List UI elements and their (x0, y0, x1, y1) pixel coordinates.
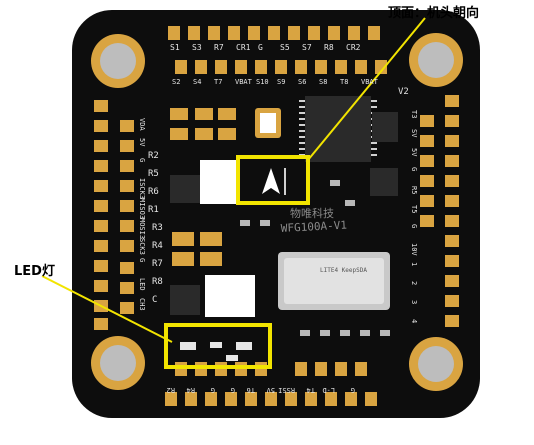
silk-label: S2 (172, 78, 180, 86)
silk-label: R5 (148, 169, 159, 179)
silk-label: T5 (410, 205, 418, 213)
silk-label: R4 (152, 241, 163, 251)
silk-label: 1 (410, 262, 418, 266)
model-text: WFG100A-V1 (280, 219, 347, 235)
led-label: LED灯 (14, 264, 55, 279)
silk-label: L-D (322, 386, 335, 394)
silk-label: RSSI (278, 386, 295, 394)
vendor-text: 物唯科技 (290, 206, 334, 220)
silk-label: R3 (152, 223, 163, 233)
silk-label: T8 (340, 78, 348, 86)
silk-label: VDA (138, 118, 146, 131)
silk-label: VBAT (361, 78, 379, 86)
v2-label: V2 (398, 87, 409, 97)
silk-label: 4 (410, 319, 418, 323)
silk-label: R8 (152, 277, 163, 287)
pads-left (94, 100, 134, 330)
silk-label: S3 (192, 43, 202, 52)
silk-label: G (410, 167, 418, 171)
silk-label: 10V (410, 243, 418, 256)
silk-label: S5 (280, 43, 290, 52)
silk-label: S7 (302, 43, 312, 52)
silk-label: S1 (170, 43, 180, 52)
silk-label: G (410, 224, 418, 228)
silk-label: G (138, 258, 146, 262)
silk-label: SCK3 (138, 238, 146, 255)
silk-label: R5 (410, 186, 418, 194)
silk-label: R4 (187, 386, 195, 394)
silk-label: ISCK3 (138, 178, 146, 199)
silk-label: R7 (214, 43, 224, 52)
led-callout-line (41, 275, 173, 343)
silk-label: R6 (148, 187, 159, 197)
silk-label: 5V (266, 386, 275, 394)
led-highlight (164, 323, 272, 369)
silk-label: S8 (319, 78, 327, 86)
silk-label: G (231, 386, 235, 394)
silk-label: R7 (152, 259, 163, 269)
silk-label: LED (138, 278, 146, 291)
orientation-highlight (236, 155, 310, 205)
silk-label: S6 (298, 78, 306, 86)
silk-label: S4 (193, 78, 201, 86)
orientation-arrow-icon (262, 168, 286, 195)
silk-label: T6 (247, 386, 255, 394)
silk-label: MISO3 (138, 198, 146, 219)
top-orientation-label: 顶面：机头朝向 (388, 6, 480, 21)
silk-label: CR2 (346, 43, 361, 52)
silk-label: G (138, 158, 146, 162)
silk-label: T4 (307, 386, 315, 394)
silk-label: SV (410, 129, 418, 138)
mounting-holes (91, 33, 463, 391)
silk-label: R8 (324, 43, 334, 52)
silk-label: R2 (148, 151, 159, 161)
silk-label: CR1 (236, 43, 251, 52)
top-callout-line (307, 17, 426, 161)
pads-top (168, 26, 387, 74)
pads-right (420, 95, 459, 327)
silk-label: 5V (410, 148, 418, 157)
silk-label: T3 (410, 110, 418, 118)
silk-label: S10 (256, 78, 269, 86)
silk-label: C (152, 295, 157, 305)
silk-label: 3 (410, 300, 418, 304)
silk-label: VBAT (235, 78, 253, 86)
silk-label: CH3 (138, 298, 146, 311)
silk-label: T7 (214, 78, 222, 86)
silk-label: 2 (410, 281, 418, 285)
silk-label: G (351, 386, 355, 394)
silk-label: R1 (148, 205, 159, 215)
silk-label: R2 (167, 386, 175, 394)
silk-label: 5V (138, 138, 146, 147)
silk-top-labels: S1 S3 R7 CR1 G S5 S7 R8 CR2 (170, 43, 361, 52)
led-components (180, 342, 252, 361)
silk-label: G (258, 43, 263, 52)
silk-label: S9 (277, 78, 285, 86)
sd-text: LITE4 KeepSDA (320, 267, 367, 274)
silk-label: MOSI3 (138, 218, 146, 239)
silk-label: G (211, 386, 215, 394)
